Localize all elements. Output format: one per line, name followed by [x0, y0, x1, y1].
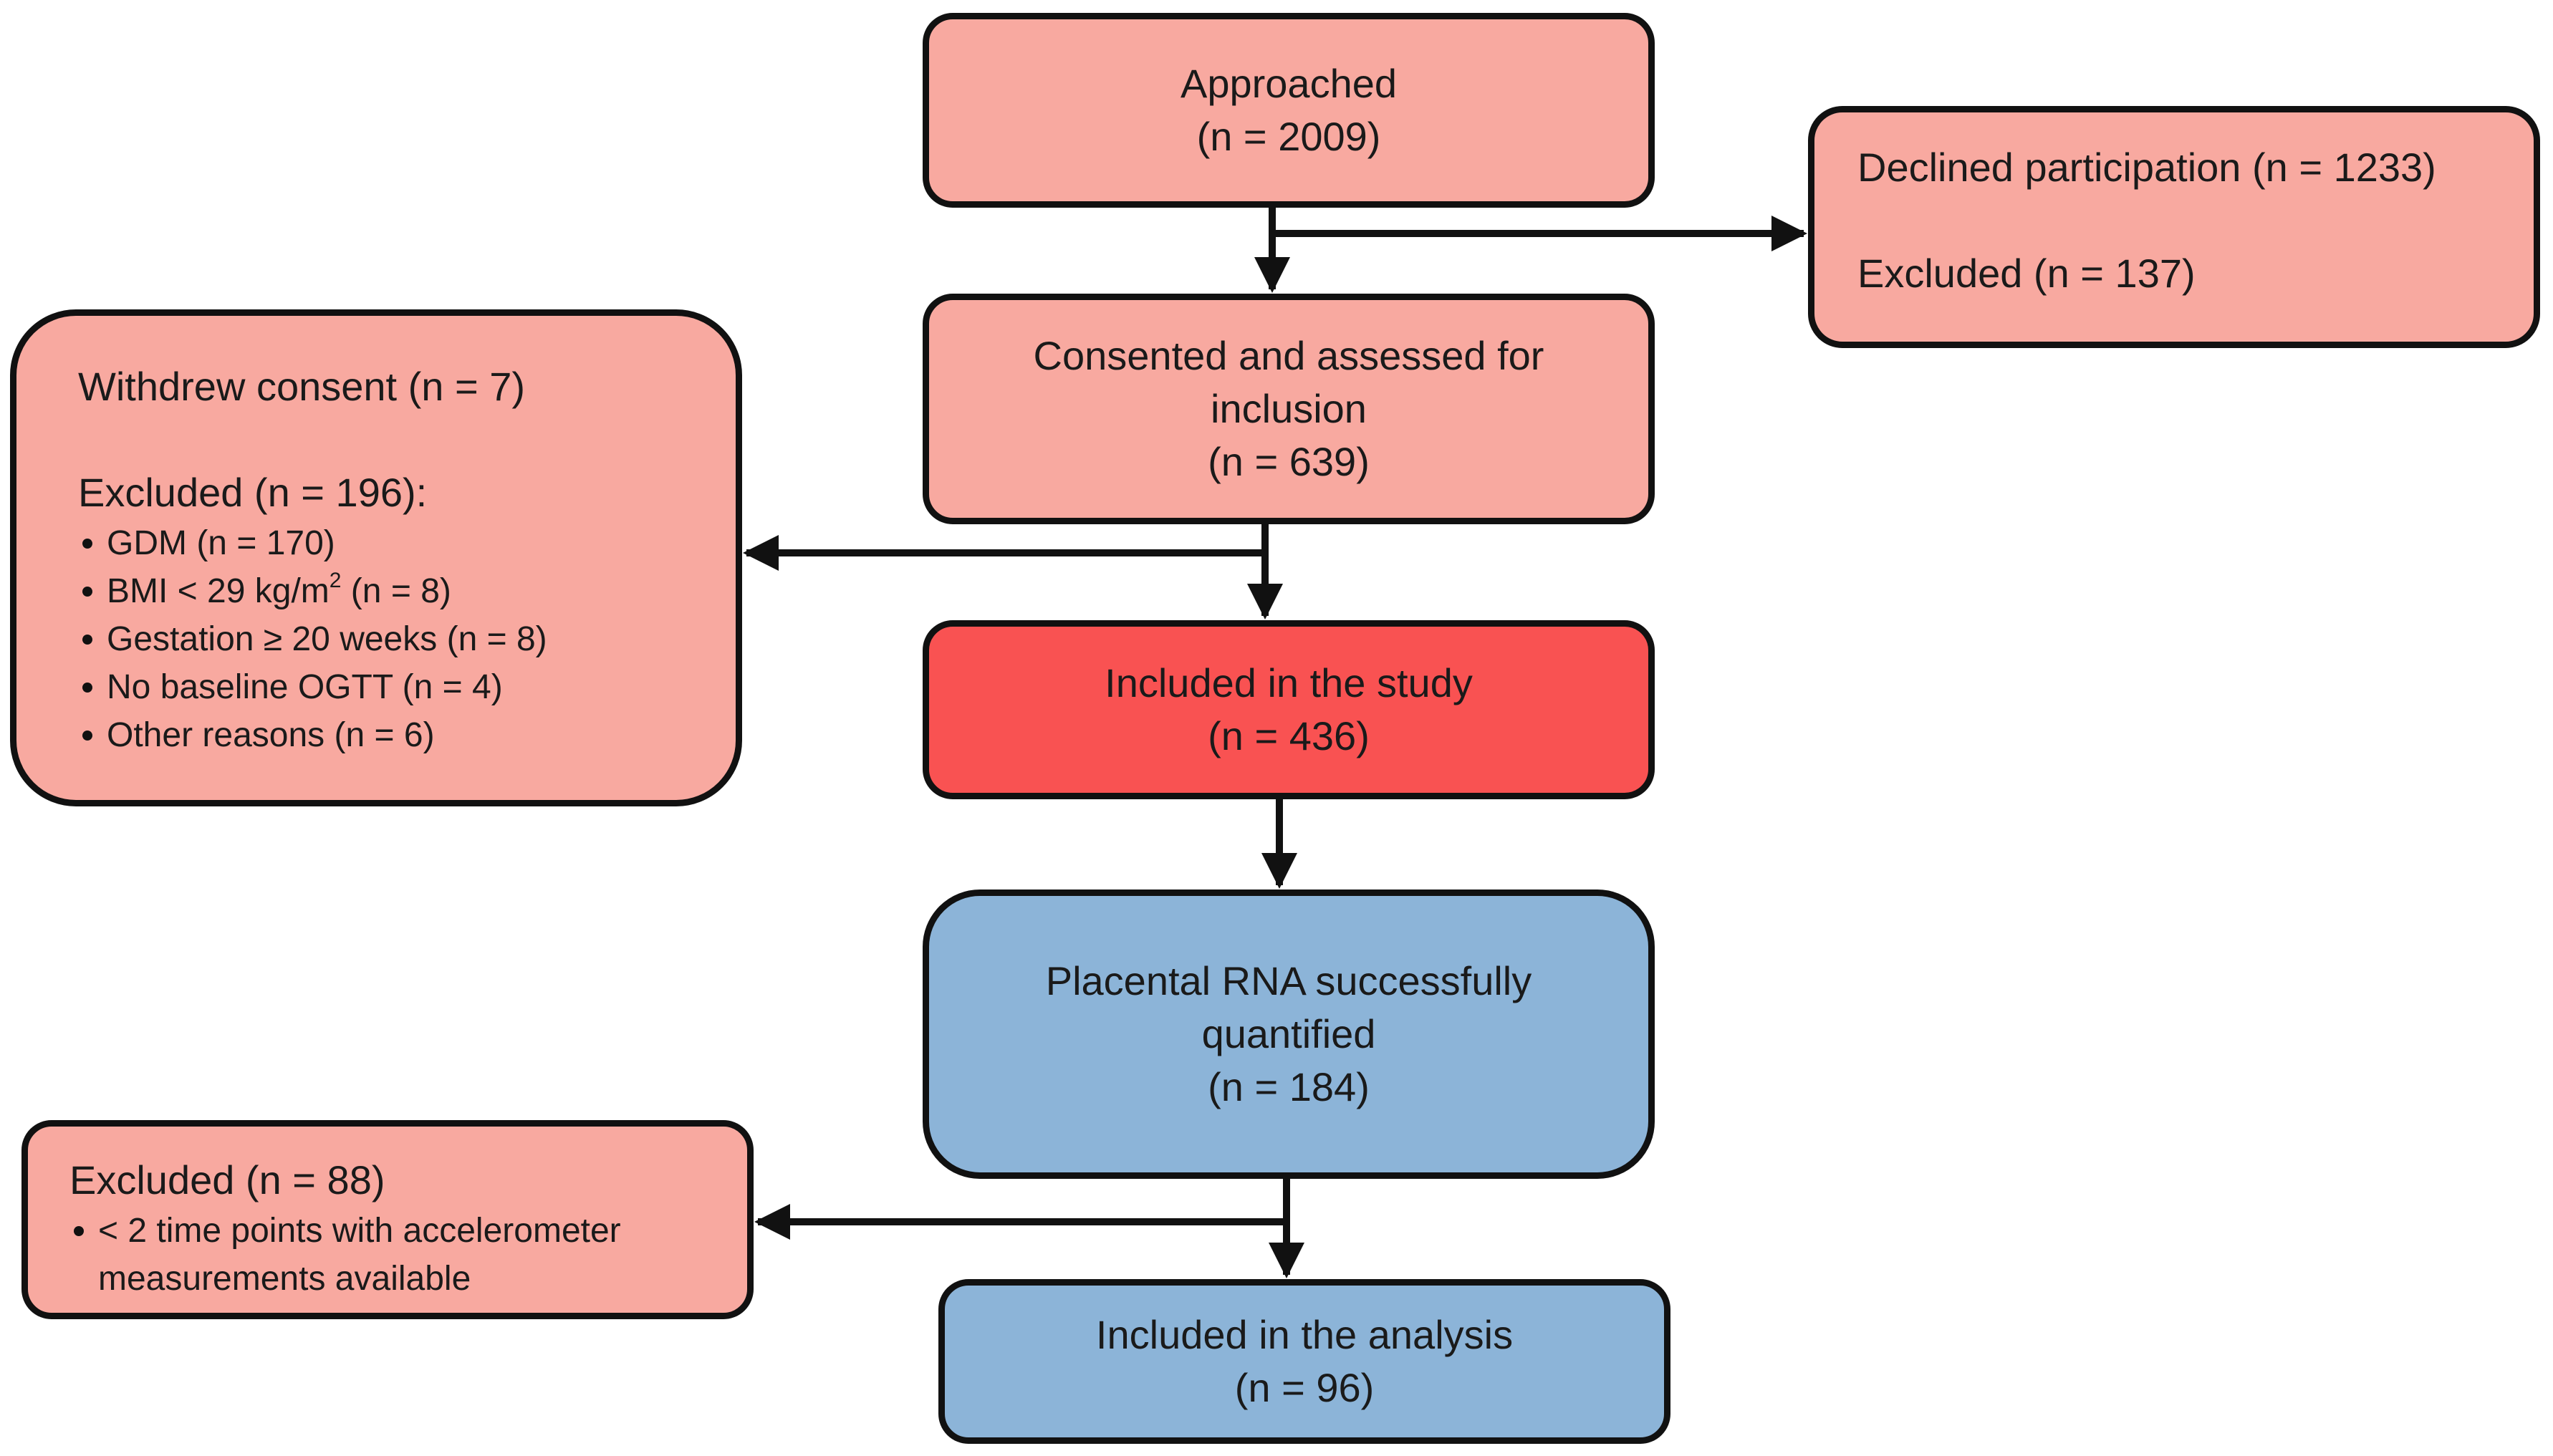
reason-gestation: Gestation ≥ 20 weeks (n = 8) [78, 615, 736, 663]
included-analysis-title: Included in the analysis [1095, 1312, 1514, 1357]
included-study-box: Included in the study (n = 436) [923, 620, 1655, 799]
included-analysis-box: Included in the analysis (n = 96) [938, 1279, 1670, 1444]
placental-count: (n = 184) [1208, 1064, 1370, 1109]
consented-box: Consented and assessed for inclusion (n … [923, 294, 1655, 524]
reason-ogtt: No baseline OGTT (n = 4) [78, 663, 736, 711]
withdrew-box: Withdrew consent (n = 7) Excluded (n = 1… [10, 309, 742, 806]
reason-bmi-count: (n = 8) [341, 572, 451, 610]
excluded-88-box: Excluded (n = 88) < 2 time points with a… [21, 1120, 754, 1319]
approached-count: (n = 2009) [1196, 114, 1381, 159]
approached-box: Approached (n = 2009) [923, 13, 1655, 208]
excluded-88-reason-cont: measurements available [98, 1260, 471, 1298]
approached-title: Approached [1180, 61, 1397, 106]
consented-count: (n = 639) [1208, 439, 1370, 484]
placental-line-1: Placental RNA successfully [1045, 958, 1532, 1003]
excluded-88-reason: < 2 time points with accelerometer [69, 1207, 747, 1255]
reason-other: Other reasons (n = 6) [78, 711, 736, 759]
included-analysis-count: (n = 96) [1234, 1365, 1375, 1410]
declined-participation-text: Declined participation (n = 1233) [1857, 145, 2436, 190]
reason-bmi: BMI < 29 kg/m2 (n = 8) [78, 567, 736, 615]
reason-gdm: GDM (n = 170) [78, 519, 736, 567]
excluded-88-title: Excluded (n = 88) [69, 1157, 385, 1202]
reason-bmi-text: BMI < 29 kg/m [107, 572, 330, 610]
declined-box: Declined participation (n = 1233) Exclud… [1808, 106, 2540, 348]
placental-rna-box: Placental RNA successfully quantified (n… [923, 889, 1655, 1179]
consented-line-1: Consented and assessed for [1033, 333, 1544, 378]
withdrew-excluded-title: Excluded (n = 196): [78, 470, 428, 515]
included-study-title: Included in the study [1105, 660, 1473, 705]
included-study-count: (n = 436) [1208, 713, 1370, 758]
declined-excluded-text: Excluded (n = 137) [1857, 251, 2196, 296]
placental-line-2: quantified [1201, 1011, 1376, 1056]
reason-bmi-superscript: 2 [329, 569, 342, 592]
withdrew-title: Withdrew consent (n = 7) [78, 364, 526, 409]
consented-line-2: inclusion [1211, 386, 1367, 431]
